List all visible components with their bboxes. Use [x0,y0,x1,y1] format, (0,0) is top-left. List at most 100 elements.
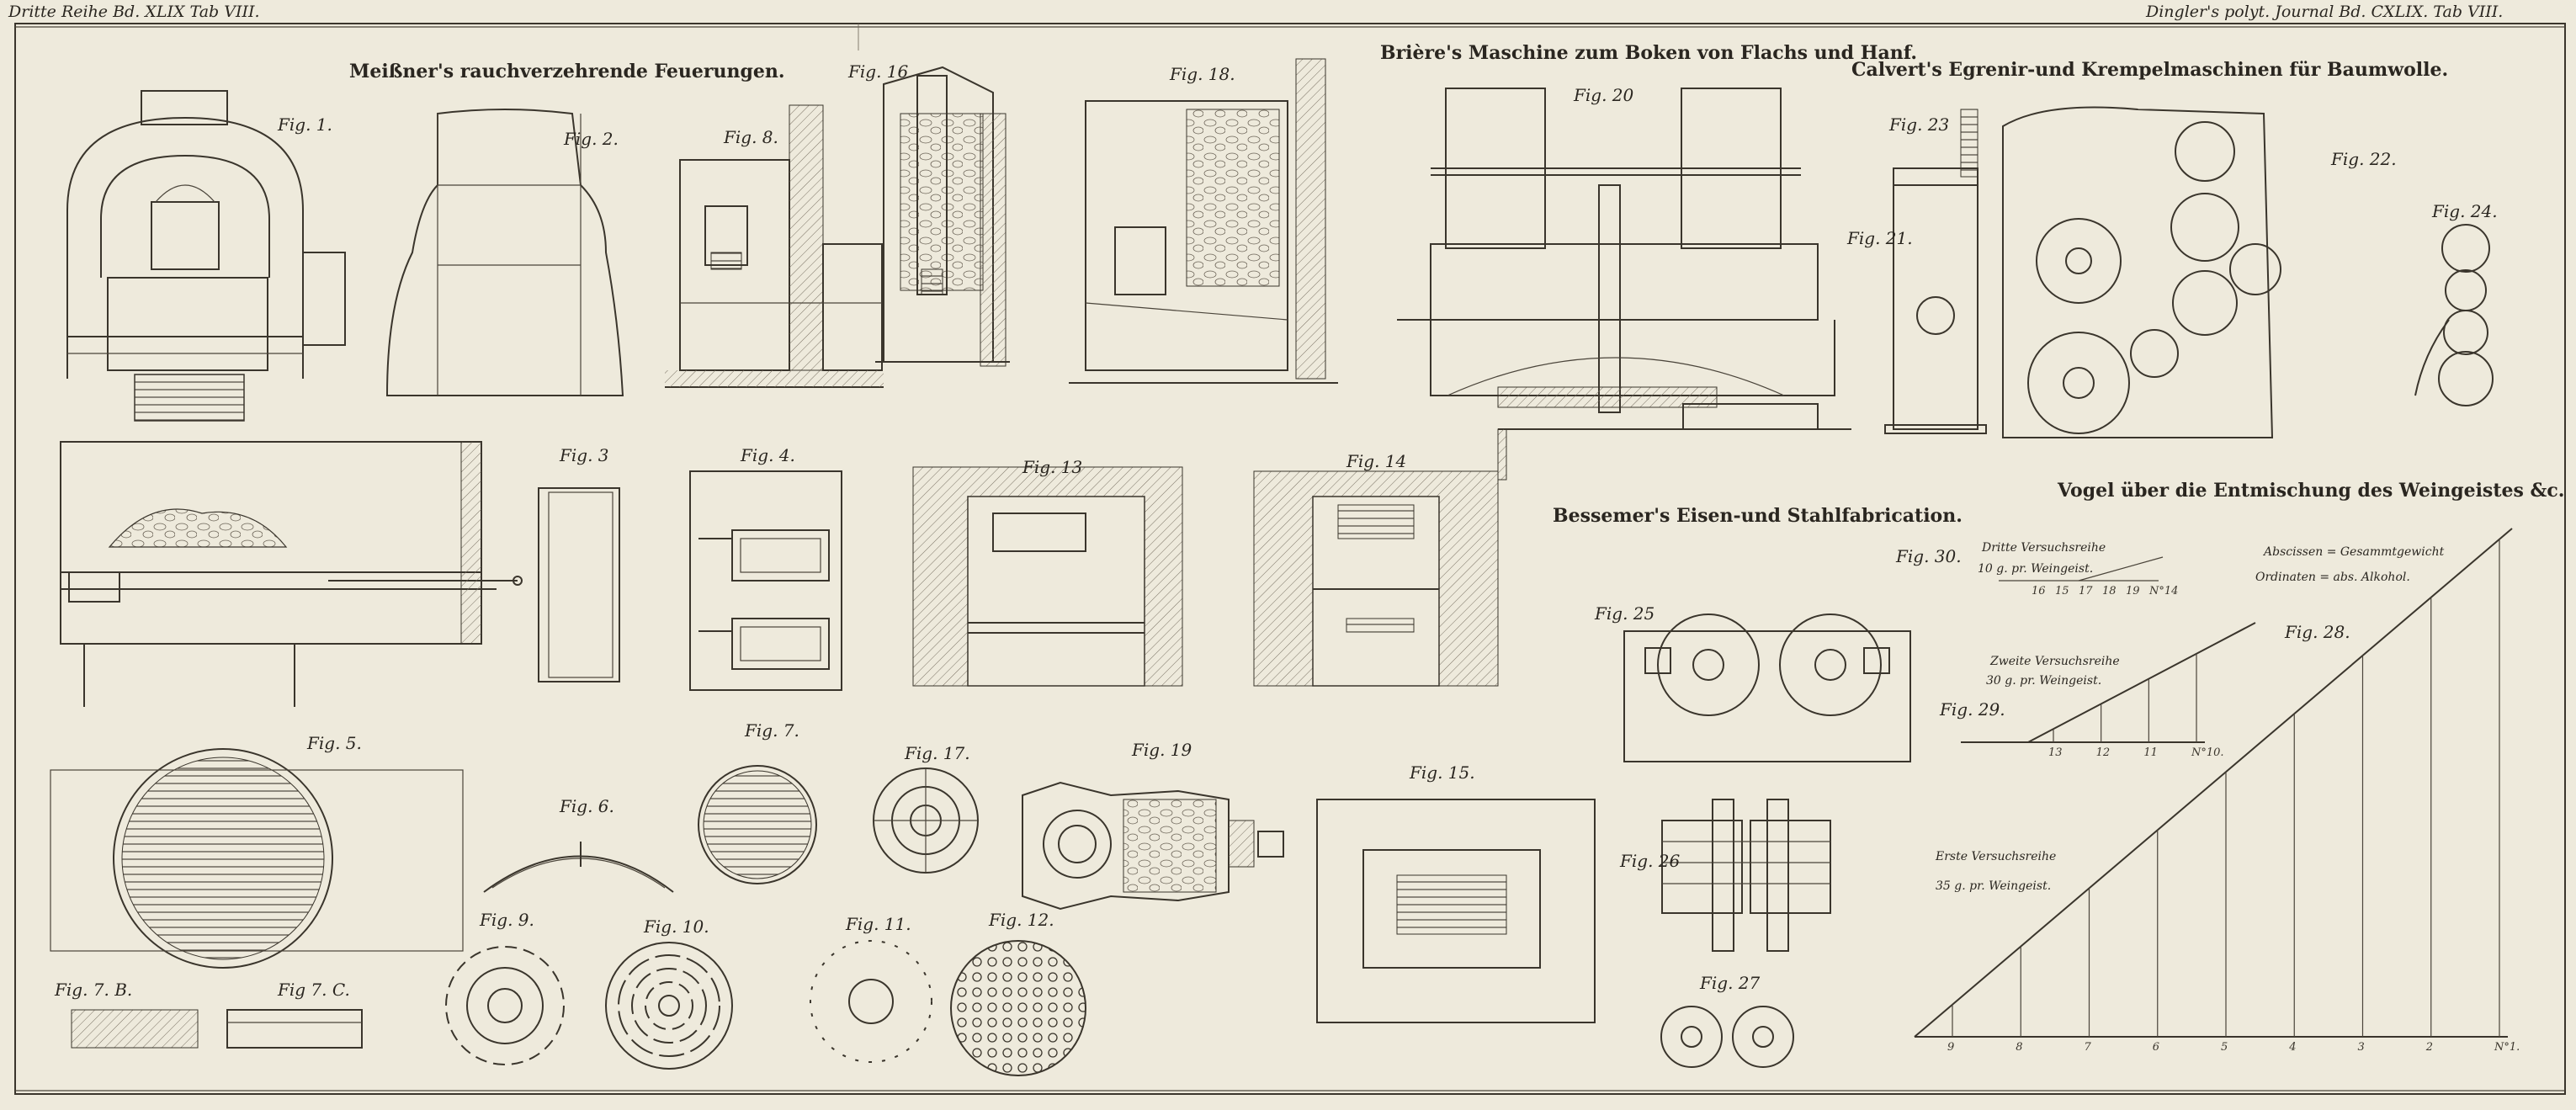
figure-14-label: Fig. 14 [1346,451,1406,471]
fig28-diagonal [1914,528,2513,1038]
figure-9-label: Fig. 9. [479,910,534,930]
figure-3-label: Fig. 3 [559,445,609,465]
figure-2-furnace-section [385,109,624,396]
tick-label-f28-8: N°1. [2494,1041,2520,1054]
tick-label-f28-4: 5 [2221,1041,2228,1054]
fig30-diagonal [2078,556,2164,582]
figure-1-furnace [60,90,523,707]
figure-17-label: Fig. 17. [904,743,970,763]
tick-label-f29-2: 11 [2143,746,2158,759]
section-title-calvert: Calvert's Egrenir-und Krempelmaschinen f… [1851,59,2448,81]
figure-7b-label: Fig. 7. B. [54,980,132,1000]
figure-23-label: Fig. 23 [1888,114,1949,135]
figure-16-boiler-section [875,66,1010,367]
figure-20-briere-machine [1397,88,1851,481]
tick-label-f30-5: N°14 [2148,585,2178,597]
figure-6-arc [483,842,674,893]
figure-21-23-gin [1884,109,1987,434]
figure-4-door-front [689,470,842,691]
figure-26-roll-stack [1661,799,1831,952]
figure-18-label: Fig. 18. [1169,64,1235,84]
figure-8-boiler-front [665,104,884,388]
figure-28-label: Fig. 28. [2284,622,2350,642]
section-title-briere: Brière's Maschine zum Boken von Flachs u… [1380,42,1917,64]
tick-label-f30-0: 16 [2032,585,2046,597]
tick-label-f28-6: 3 [2358,1041,2365,1054]
figure-6-label: Fig. 6. [559,796,614,816]
figure-27-label: Fig. 27 [1699,973,1761,993]
figure-7c-bar [226,1009,363,1049]
figure-2-label: Fig. 2. [563,129,619,149]
tick-label-f30-1: 15 [2055,585,2069,597]
tick-label-f28-1: 8 [2016,1041,2022,1054]
figure-8-label: Fig. 8. [723,127,778,147]
vogel-chart-group: 9 8 7 6 5 4 3 2 N°1. 13 12 11 N°10. 16 15 17 18 19 N°14 [1914,528,2520,1054]
figure-20-label: Fig. 20 [1573,85,1634,105]
figure-11-star-grate [810,940,932,1063]
figure-25-label: Fig. 25 [1594,603,1654,624]
figure-24-rollers [2414,224,2494,406]
figure-13-grate-section [912,466,1183,687]
figure-17-disc [873,767,979,874]
figure-19-boiler-plan [1022,781,1284,911]
tick-label-f28-0: 9 [1947,1041,1954,1054]
figure-26-label: Fig. 26 [1619,851,1681,871]
figure-5-grate-plan [50,748,464,969]
figure-1-label: Fig. 1. [277,114,332,135]
figure-25-bessemer-rolls [1623,613,1911,762]
figure-27-roll-pair [1660,1006,1794,1068]
tick-label-f28-5: 4 [2288,1041,2296,1054]
header-left: Dritte Reihe Bd. XLIX Tab VIII. [8,3,260,21]
figure-12-perforated-grate [950,940,1086,1076]
figure-22-carding-machine [2002,106,2281,438]
fig29-diagonal [2027,622,2256,743]
tick-label-f30-3: 18 [2102,585,2117,597]
tick-label-f29-1: 12 [2096,746,2111,759]
series2-sub: 30 g. pr. Weingeist. [1986,674,2101,688]
tick-label-f28-2: 7 [2085,1041,2092,1054]
tick-label-f28-3: 6 [2153,1041,2159,1054]
tick-label-f30-2: 17 [2079,585,2093,597]
figure-12-label: Fig. 12. [988,910,1054,930]
figure-11-label: Fig. 11. [845,914,911,934]
series1-sub: 35 g. pr. Weingeist. [1936,879,2051,893]
figure-29-label: Fig. 29. [1939,699,2005,720]
section-title-vogel: Vogel über die Entmischung des Weingeist… [2057,480,2564,502]
figure-9-star-grate [445,946,565,1065]
figure-22-label: Fig. 22. [2330,149,2397,169]
section-title-bessemer: Bessemer's Eisen-und Stahlfabrication. [1553,505,1963,527]
series2-title: Zweite Versuchsreihe [1989,655,2120,668]
figure-5-label: Fig. 5. [306,733,362,753]
figure-16-label: Fig. 16 [847,61,909,82]
figure-14-grate-section [1253,470,1499,687]
figure-24-label: Fig. 24. [2431,201,2498,221]
figure-13-label: Fig. 13 [1022,457,1082,477]
figure-3-door-side [538,487,620,682]
tick-label-f29-3: N°10. [2191,746,2224,759]
tick-label-f28-7: 2 [2425,1041,2433,1054]
header-right: Dingler's polyt. Journal Bd. CXLIX. Tab … [2145,3,2503,21]
series3-title: Dritte Versuchsreihe [1981,541,2106,555]
vogel-abscissa-note: Abscissen = Gesammtgewicht [2262,545,2445,559]
tick-label-f30-4: 19 [2126,585,2140,597]
figure-30-label: Fig. 30. [1895,546,1962,566]
figure-19-label: Fig. 19 [1131,740,1192,760]
figure-15-label: Fig. 15. [1409,762,1475,783]
figure-7-label: Fig. 7. [744,720,799,741]
series1-title: Erste Versuchsreihe [1935,850,2056,863]
plate-frame [14,23,2566,1095]
figure-10-ring-grate [605,942,733,1070]
figure-7b-bar [71,1009,199,1049]
vogel-ordinate-note: Ordinaten = abs. Alkohol. [2255,571,2410,584]
figure-4-label: Fig. 4. [740,445,795,465]
figure-10-label: Fig. 10. [643,916,709,937]
tick-label-f29-0: 13 [2048,746,2063,759]
section-title-meissner: Meißner's rauchverzehrende Feuerungen. [349,61,785,82]
figure-18-boiler-section [1069,58,1338,384]
figure-15-grate-plan [1316,799,1596,1023]
series3-sub: 10 g. pr. Weingeist. [1978,562,2093,576]
figure-21-label: Fig. 21. [1846,228,1913,248]
figure-7-grate-disc [698,765,817,884]
figure-7c-label: Fig 7. C. [277,980,350,1000]
